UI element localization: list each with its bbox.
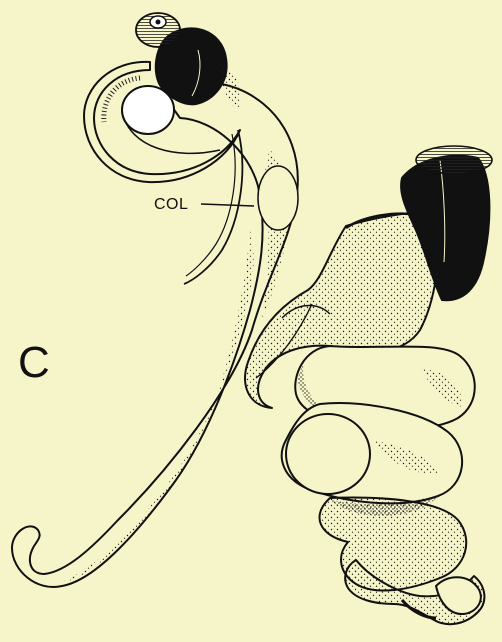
left-stalk-stipple — [62, 230, 253, 582]
right-coil-3 — [320, 498, 467, 591]
right-ringed-cap — [416, 146, 492, 174]
left-specimen — [12, 13, 298, 587]
panel-letter: C — [18, 338, 50, 388]
left-stalk — [12, 82, 298, 587]
col-leader-line — [201, 204, 254, 206]
col-label: COL — [154, 196, 188, 214]
